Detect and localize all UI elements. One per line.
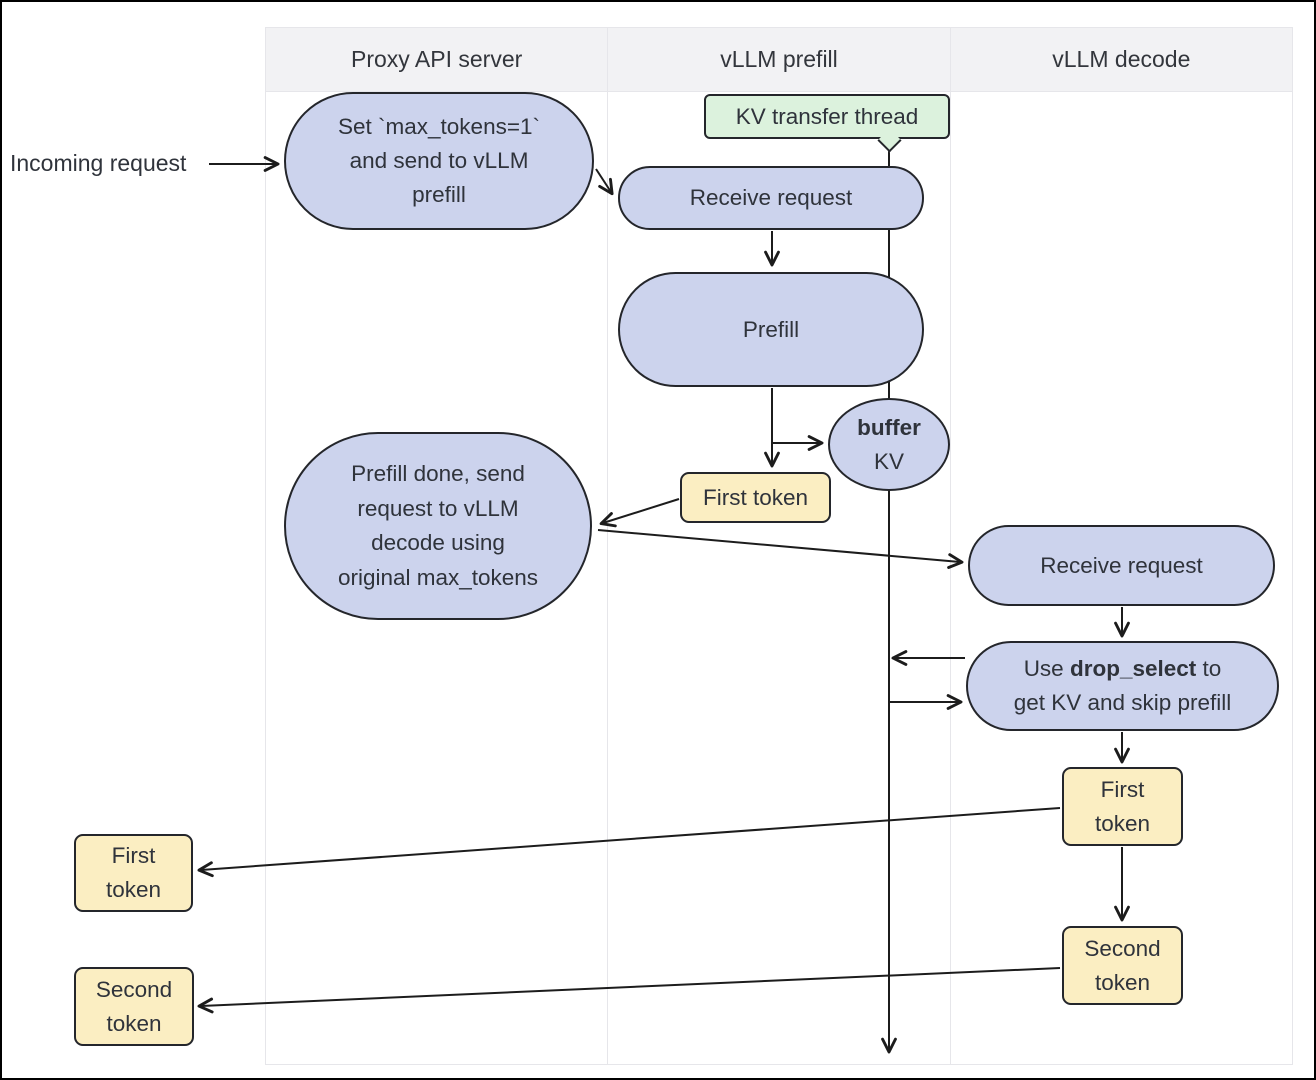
node-receive-request-prefill: Receive request bbox=[618, 166, 924, 230]
lane-proxy-api-server: Proxy API server bbox=[266, 28, 609, 1064]
node-prefill-done: Prefill done, send request to vLLM decod… bbox=[284, 432, 592, 620]
kv-transfer-thread-label: KV transfer thread bbox=[735, 103, 919, 129]
node-drop-select: Use drop_select to get KV and skip prefi… bbox=[966, 641, 1279, 731]
lane-vllm-decode: vLLM decode bbox=[950, 28, 1292, 1064]
drop-select-line1: Use drop_select to bbox=[1024, 652, 1222, 686]
node-set-max-tokens-line2: and send to vLLM bbox=[349, 148, 529, 173]
prefill-done-line2: request to vLLM bbox=[357, 495, 519, 521]
node-set-max-tokens-line1: Set `max_tokens=1` bbox=[338, 114, 540, 139]
drop-select-line2: get KV and skip prefill bbox=[1013, 690, 1232, 715]
buffer-kv-label: KV bbox=[873, 448, 904, 474]
prefill-label: Prefill bbox=[742, 316, 800, 342]
first-token-decode-line1: First bbox=[1100, 776, 1145, 802]
node-set-max-tokens: Set `max_tokens=1` and send to vLLM pref… bbox=[284, 92, 594, 230]
first-token-decode-line2: token bbox=[1094, 810, 1151, 836]
node-buffer-kv: buffer KV bbox=[828, 398, 950, 491]
node-first-token-out: First token bbox=[74, 834, 193, 912]
receive-request-prefill-label: Receive request bbox=[689, 185, 853, 210]
node-second-token-decode: Second token bbox=[1062, 926, 1183, 1005]
first-token-out-line1: First bbox=[111, 843, 156, 868]
incoming-request-label: Incoming request bbox=[10, 150, 187, 176]
drop-select-bold: drop_select bbox=[1069, 656, 1197, 681]
first-token-prefill-label: First token bbox=[702, 484, 809, 510]
node-first-token-prefill: First token bbox=[680, 472, 831, 523]
prefill-done-line1: Prefill done, send bbox=[351, 461, 525, 486]
edge-prefill-done-to-receive-decode bbox=[597, 529, 964, 569]
edge-second-token-to-proxy-out bbox=[197, 967, 1061, 1014]
node-set-max-tokens-line3: prefill bbox=[412, 182, 466, 207]
node-prefill: Prefill bbox=[618, 272, 924, 387]
lane-header-vllm-decode: vLLM decode bbox=[950, 28, 1292, 92]
edge-set-to-receive-prefill bbox=[595, 168, 614, 196]
prefill-done-line4: original max_tokens bbox=[337, 564, 539, 590]
receive-request-decode-label: Receive request bbox=[1040, 552, 1203, 578]
lane-header-vllm-prefill: vLLM prefill bbox=[608, 28, 950, 92]
second-token-out-line1: Second bbox=[95, 976, 173, 1002]
node-first-token-decode: First token bbox=[1062, 767, 1183, 846]
drop-select-post: to bbox=[1196, 656, 1222, 681]
node-receive-request-decode: Receive request bbox=[968, 525, 1275, 606]
edge-first-token-to-prefill-done bbox=[599, 498, 680, 528]
second-token-decode-line1: Second bbox=[1084, 935, 1161, 961]
buffer-kv-bold: buffer bbox=[857, 414, 921, 440]
node-kv-transfer-thread: KV transfer thread bbox=[704, 94, 950, 139]
prefill-done-line3: decode using bbox=[371, 530, 505, 555]
lane-header-proxy-api-server: Proxy API server bbox=[266, 28, 608, 92]
edge-first-token-to-proxy-out bbox=[197, 807, 1061, 878]
second-token-decode-line2: token bbox=[1094, 969, 1151, 995]
swimlane-container: Proxy API server vLLM prefill vLLM decod… bbox=[265, 27, 1293, 1065]
drop-select-pre: Use bbox=[1023, 656, 1070, 681]
node-second-token-out: Second token bbox=[74, 967, 194, 1046]
lane-vllm-prefill: vLLM prefill bbox=[608, 28, 951, 1064]
second-token-out-line2: token bbox=[106, 1010, 162, 1036]
first-token-out-line2: token bbox=[105, 877, 162, 902]
